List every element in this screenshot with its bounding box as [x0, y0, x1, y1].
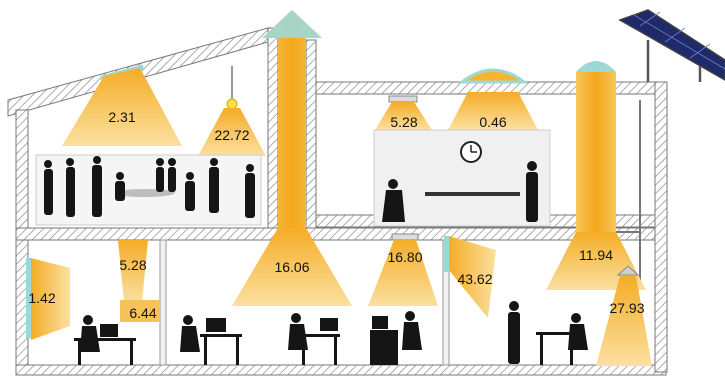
shaft-glass-cap [262, 10, 322, 38]
lower-ceiling-beam [368, 240, 438, 306]
label-wall-window-mid: 43.62 [457, 271, 492, 287]
tall-light-shaft: 16.06 [232, 10, 352, 306]
office-meeting-scene [35, 154, 262, 226]
dome-skylight-icon [457, 68, 529, 84]
shaft-left-wall [267, 27, 279, 229]
label-lower-left: 5.28 [119, 257, 146, 273]
label-skylight-left: 2.31 [108, 109, 135, 125]
label-lower-left-small: 6.44 [129, 305, 156, 321]
person-silhouette [536, 313, 588, 365]
wall-window-left-glass [26, 258, 31, 338]
wall-window-mid-beam [449, 236, 496, 318]
person-silhouette [44, 156, 255, 218]
office-desk [425, 192, 520, 196]
lower-left-beam [118, 240, 148, 302]
upper-left-lights: 2.31 22.72 [62, 64, 266, 156]
label-tube-right: 11.94 [579, 247, 613, 263]
upper-right-lights: 5.28 0.46 [373, 68, 551, 227]
lower-floor-workers [74, 301, 588, 365]
label-wall-window-left: 1.42 [28, 290, 55, 306]
skylight-beam [62, 68, 182, 146]
solar-panel-surface [618, 9, 725, 81]
lamp-right-fixture [616, 265, 640, 276]
ceiling-fixture-lower [391, 233, 419, 241]
label-tall-shaft: 16.06 [274, 259, 309, 275]
label-ceiling-lower: 16.80 [387, 249, 422, 265]
partition-1 [159, 239, 167, 366]
ceiling-fixture-right [388, 95, 418, 103]
left-wall-upper [15, 109, 29, 231]
label-ceiling-right: 5.28 [390, 114, 417, 130]
solar-panel [618, 9, 725, 82]
tube-body [576, 72, 616, 232]
wall-window-mid-glass [444, 236, 449, 272]
dome-beam [448, 92, 538, 130]
person-silhouette [370, 311, 422, 365]
person-silhouette [382, 161, 538, 222]
label-lamp-right: 27.93 [609, 300, 644, 316]
lamp-right-beam [596, 276, 652, 366]
tall-shaft-beam [232, 228, 352, 306]
person-silhouette [74, 315, 136, 365]
right-wall [654, 81, 668, 373]
ground-floor [15, 364, 667, 376]
right-light-tube: 11.94 [546, 61, 646, 290]
label-pendant: 22.72 [214, 127, 249, 143]
tube-dome-cap [576, 61, 616, 72]
pendant-beam [198, 108, 266, 156]
bulb-icon [226, 98, 238, 110]
tall-shaft-arrow [262, 10, 322, 228]
shaft-right-wall [305, 39, 317, 229]
wall-window-left-beam [31, 258, 70, 340]
person-silhouette [288, 313, 340, 365]
lower-left-small-box [120, 300, 160, 322]
ceiling-beam-right [375, 102, 432, 130]
middle-floor-slab [15, 227, 667, 241]
person-silhouette [508, 301, 520, 364]
label-dome: 0.46 [479, 114, 506, 130]
lower-floor-lights: 5.28 6.44 1.42 16.80 43.62 27.93 [26, 233, 652, 366]
person-silhouette [180, 315, 242, 365]
